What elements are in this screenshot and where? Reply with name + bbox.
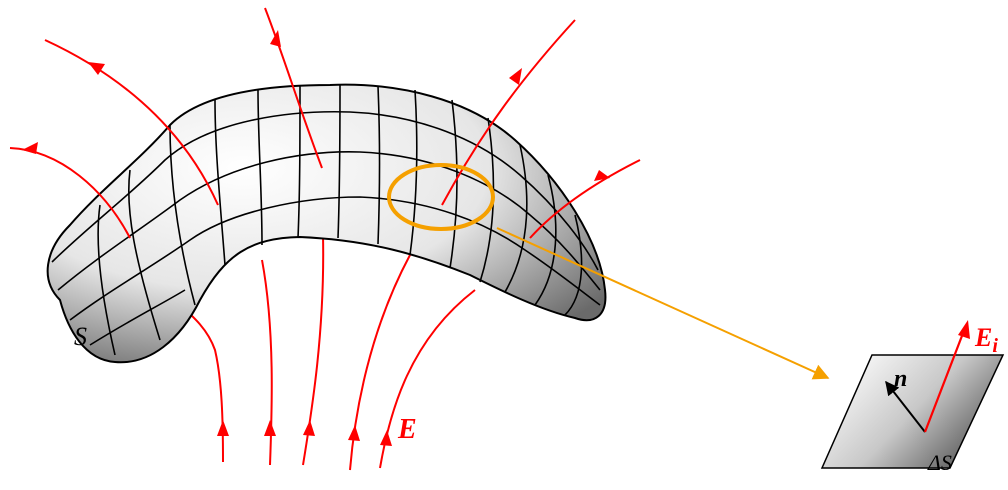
area-label: ΔS [927, 450, 952, 475]
pointer-arrow [496, 227, 830, 380]
normal-vector [885, 380, 926, 433]
arrowhead [303, 420, 315, 436]
surface-label: S [74, 322, 87, 351]
field-line-c [264, 7, 323, 169]
field-line-d [441, 19, 576, 206]
surface-mesh-long [51, 110, 601, 346]
field-local-label: Ei [974, 323, 998, 357]
field-line-3-lower [302, 234, 325, 466]
area-patch [820, 354, 1005, 469]
field-line-e [529, 159, 641, 239]
upper-arrowheads [22, 30, 610, 181]
arrowhead [22, 142, 38, 154]
field-line-4-lower [349, 254, 411, 471]
field-label: E [397, 414, 417, 445]
arrowhead [348, 425, 360, 441]
arrowhead [270, 30, 281, 47]
field-line-5-lower [379, 289, 476, 469]
arrowhead [217, 420, 229, 436]
field-lines-upper [9, 7, 641, 239]
arrowhead [509, 68, 522, 85]
arrowhead [88, 62, 105, 75]
surface-s: S [46, 83, 607, 364]
arrowhead [264, 420, 276, 436]
field-line-2-lower [261, 259, 273, 466]
field-vector-local [923, 327, 967, 433]
arrowhead [594, 170, 610, 181]
arrowhead [380, 430, 392, 446]
field-line-b [44, 39, 219, 206]
field-lines-lower [174, 234, 476, 471]
bottom-arrowheads [217, 420, 392, 446]
highlight-ring [387, 163, 495, 231]
field-vector-local-head [958, 320, 970, 339]
area-element: n ΔS Ei [820, 320, 1005, 475]
normal-label: n [894, 366, 907, 392]
